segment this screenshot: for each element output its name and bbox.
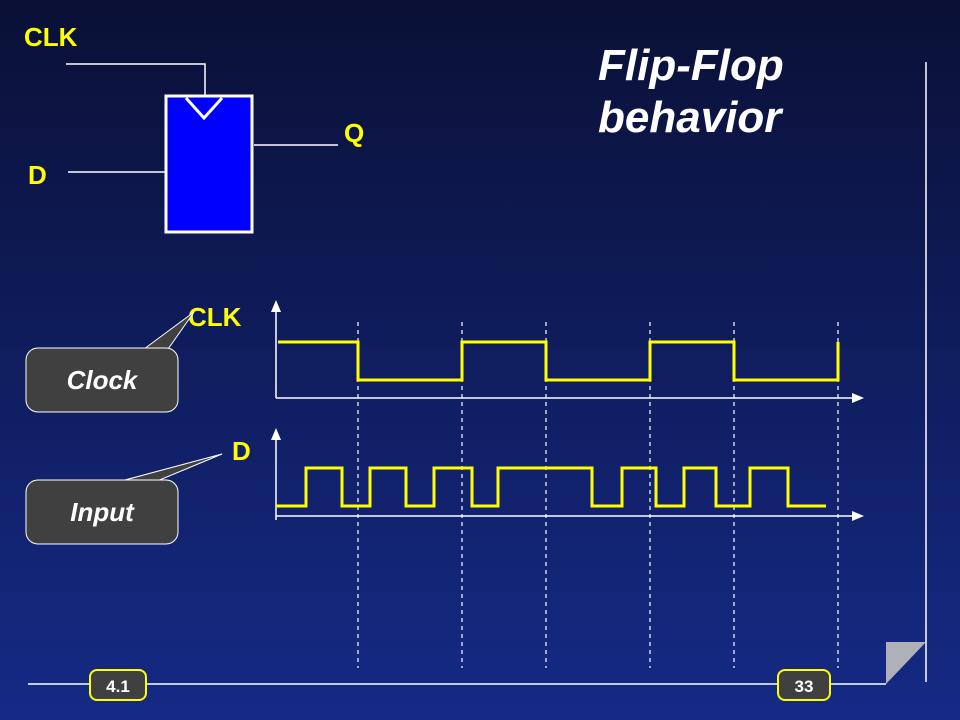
clk-waveform: [278, 340, 840, 382]
flipflop-clk-label: CLK: [24, 22, 78, 52]
page-number: 33: [795, 677, 814, 696]
clock-callout-pointer: [138, 311, 195, 353]
clock-edge-triangle: [184, 96, 224, 121]
section-badge: 4.1: [89, 669, 147, 701]
timing-clk-label: CLK: [188, 302, 242, 332]
flipflop-symbol: CLK D Q: [24, 22, 364, 234]
clock-callout: Clock: [25, 311, 195, 413]
input-callout-bubble: [25, 479, 179, 545]
page-curl-back: [886, 642, 926, 684]
slide-frame: [28, 62, 927, 685]
input-callout: Input: [25, 453, 223, 545]
page-badge: 33: [777, 669, 831, 701]
input-callout-seam: [100, 481, 160, 487]
clock-edge-guides: [357, 322, 839, 668]
timing-d-label: D: [232, 436, 251, 466]
d-x-arrow: [852, 511, 864, 521]
slide-title-line1: Flip-Flop: [598, 41, 784, 90]
page-badge-box: [777, 669, 831, 701]
section-badge-box: [89, 669, 147, 701]
clock-callout-text: Clock: [67, 365, 139, 395]
input-callout-text: Input: [70, 497, 135, 527]
clk-x-arrow: [852, 393, 864, 403]
section-number: 4.1: [106, 677, 130, 696]
clk-y-arrow: [271, 300, 281, 312]
d-waveform: [276, 466, 826, 508]
flipflop-box: [164, 94, 254, 234]
flipflop-d-label: D: [28, 160, 47, 190]
clk-input-wire: [66, 63, 206, 96]
clk-axes: [271, 300, 864, 403]
flipflop-q-label: Q: [344, 118, 364, 148]
clock-callout-bubble: [25, 347, 179, 413]
timing-diagram: CLK D: [25, 300, 864, 668]
d-y-arrow: [271, 428, 281, 440]
clock-callout-seam: [40, 349, 130, 355]
slide-title-line2: behavior: [598, 93, 784, 142]
